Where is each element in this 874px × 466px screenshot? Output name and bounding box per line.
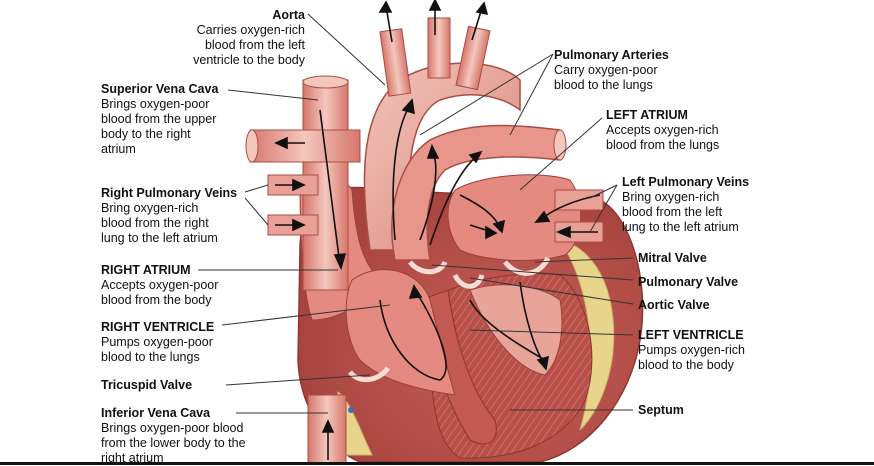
label-svc-desc-4: atrium (101, 142, 136, 156)
label-lv-desc-1: Pumps oxygen-rich (638, 343, 745, 357)
label-ivc-desc-3: right atrium (101, 451, 164, 465)
label-ra-desc-2: blood from the body (101, 293, 212, 307)
label-pa-desc-1: Carry oxygen-poor (554, 63, 658, 77)
aortic-branch-3 (455, 25, 491, 91)
left-atrium-chamber (447, 174, 582, 261)
bottom-border (0, 462, 874, 465)
label-left-atrium: LEFT ATRIUM Accepts oxygen-rich blood fr… (606, 108, 756, 153)
label-rv-desc-1: Pumps oxygen-poor (101, 335, 213, 349)
aortic-branch-2 (427, 17, 451, 79)
label-right-atrium: RIGHT ATRIUM Accepts oxygen-poor blood f… (101, 263, 251, 308)
right-pulmonary-artery-branch (249, 129, 361, 163)
pulmonary-valve-shape (408, 260, 448, 275)
tricuspid-valve-shape (348, 366, 391, 383)
label-aorta-name: Aorta (272, 8, 305, 22)
label-mitral-valve: Mitral Valve (638, 251, 788, 266)
label-right-ventricle: RIGHT VENTRICLE Pumps oxygen-poor blood … (101, 320, 251, 365)
label-tricuspid-valve: Tricuspid Valve (101, 378, 251, 393)
label-svc-desc-3: body to the right (101, 127, 191, 141)
label-lv-desc-2: blood to the body (638, 358, 734, 372)
label-mitral-name: Mitral Valve (638, 251, 707, 265)
label-rpv-name: Right Pulmonary Veins (101, 186, 238, 200)
label-svc-desc-1: Brings oxygen-poor (101, 97, 210, 111)
label-left-pulmonary-veins: Left Pulmonary Veins Bring oxygen-rich b… (622, 175, 772, 235)
label-aorta-desc-2: blood from the left (204, 38, 305, 52)
label-tricuspid-name: Tricuspid Valve (101, 378, 193, 392)
label-rpv-desc-2: blood from the right (101, 216, 209, 230)
blood-flow-arrows (274, 0, 601, 460)
label-inferior-vena-cava: Inferior Vena Cava Brings oxygen-poor bl… (101, 406, 291, 466)
label-la-name: LEFT ATRIUM (606, 108, 688, 122)
label-lpv-name: Left Pulmonary Veins (622, 175, 750, 189)
label-superior-vena-cava: Superior Vena Cava Brings oxygen-poor bl… (101, 82, 251, 157)
label-lpv-desc-1: Bring oxygen-rich (622, 190, 720, 204)
label-ivc-desc-1: Brings oxygen-poor blood (101, 421, 244, 435)
label-septum-name: Septum (638, 403, 684, 417)
label-pulmonary-valve: Pulmonary Valve (638, 275, 788, 290)
label-aorta-desc-3: ventricle to the body (193, 53, 305, 67)
label-left-ventricle: LEFT VENTRICLE Pumps oxygen-rich blood t… (638, 328, 788, 373)
coronary-vessel (348, 407, 354, 413)
label-pulmonary-arteries: Pulmonary Arteries Carry oxygen-poor blo… (554, 48, 704, 93)
label-ivc-name: Inferior Vena Cava (101, 406, 211, 420)
label-pa-name: Pulmonary Arteries (554, 48, 669, 62)
label-lv-name: LEFT VENTRICLE (638, 328, 744, 342)
label-aorta: Aorta Carries oxygen-rich blood from the… (150, 8, 305, 68)
aortic-branch-1 (379, 28, 412, 97)
label-aorta-desc-1: Carries oxygen-rich (196, 23, 305, 37)
label-svc-name: Superior Vena Cava (101, 82, 219, 96)
label-la-desc-2: blood from the lungs (606, 138, 720, 152)
label-aortic-valve: Aortic Valve (638, 298, 788, 313)
aortic-valve-shape (452, 273, 485, 289)
label-rpv-desc-1: Bring oxygen-rich (101, 201, 199, 215)
label-right-pulmonary-veins: Right Pulmonary Veins Bring oxygen-rich … (101, 186, 251, 246)
label-rpv-desc-3: lung to the left atrium (101, 231, 218, 245)
label-aortic-valve-name: Aortic Valve (638, 298, 710, 312)
label-pulmonary-valve-name: Pulmonary Valve (638, 275, 739, 289)
label-pa-desc-2: blood to the lungs (554, 78, 653, 92)
label-lpv-desc-3: lung to the left atrium (622, 220, 739, 234)
label-ra-name: RIGHT ATRIUM (101, 263, 191, 277)
label-rv-desc-2: blood to the lungs (101, 350, 200, 364)
label-ivc-desc-2: from the lower body to the (101, 436, 246, 450)
label-svc-desc-2: blood from the upper (101, 112, 217, 126)
label-lpv-desc-2: blood from the left (622, 205, 723, 219)
label-ra-desc-1: Accepts oxygen-poor (101, 278, 219, 292)
label-la-desc-1: Accepts oxygen-rich (606, 123, 719, 137)
right-ventricle-chamber (345, 269, 456, 396)
label-septum: Septum (638, 403, 788, 418)
leader-lines (198, 13, 634, 414)
label-rv-name: RIGHT VENTRICLE (101, 320, 215, 334)
